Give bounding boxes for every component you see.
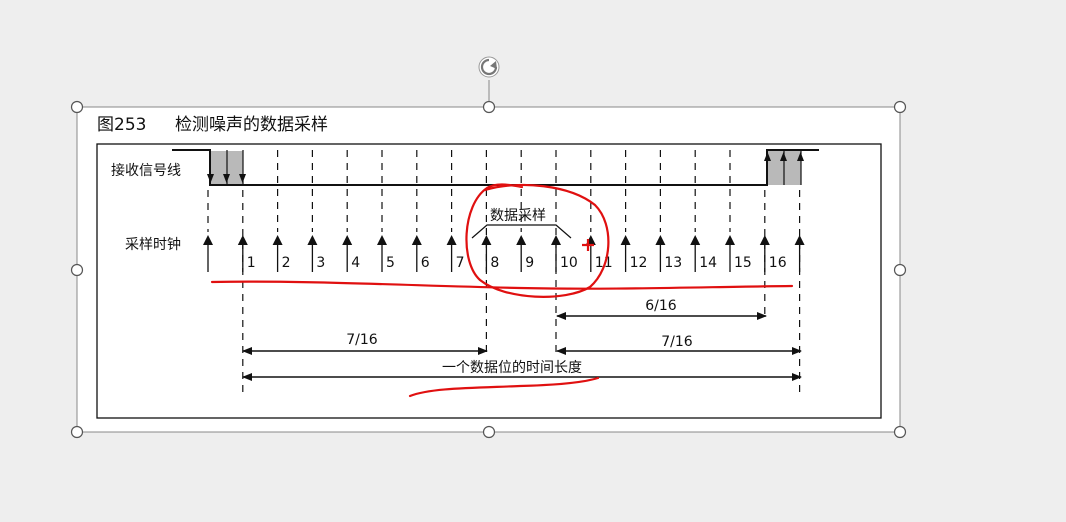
sample-clock-label: 采样时钟: [125, 236, 181, 253]
clock-number: 8: [490, 255, 499, 271]
red-plus-cursor: [582, 239, 594, 251]
clock-arrow-head: [481, 235, 492, 245]
handle-middle-left[interactable]: [70, 263, 84, 277]
clock-number: 1: [247, 255, 256, 271]
span-right-7-16: 7/16: [556, 334, 802, 355]
clock-number: 16: [769, 255, 787, 271]
rx-line-label: 接收信号线: [111, 162, 181, 179]
clock-number: 9: [525, 255, 534, 271]
sample-clock-arrows: [203, 235, 805, 272]
clock-arrow-head: [446, 235, 457, 245]
clock-number: 15: [734, 255, 752, 271]
clock-number: 5: [386, 255, 395, 271]
handle-top-right[interactable]: [893, 100, 907, 114]
figure-number: 图253: [97, 115, 146, 135]
up-arrow-3: [797, 152, 804, 161]
clock-number: 12: [630, 255, 648, 271]
clock-number: 6: [421, 255, 430, 271]
down-arrow-3: [239, 174, 246, 183]
red-annotations: [210, 183, 794, 398]
rx-signal-waveform: [172, 149, 819, 186]
clock-arrow-head: [655, 235, 666, 245]
diagram-border: [96, 143, 882, 419]
rotate-handle-icon[interactable]: [478, 56, 500, 101]
data-sampling-bracket: 数据采样: [471, 208, 572, 239]
span-one-bit: 一个数据位的时间长度: [242, 358, 802, 381]
down-arrow-1: [207, 174, 214, 183]
selection-handles[interactable]: [70, 100, 907, 439]
handle-top-left[interactable]: [70, 100, 84, 114]
clock-arrow-head: [759, 235, 770, 245]
clock-arrow-head: [272, 235, 283, 245]
span-6-16-label: 6/16: [645, 298, 677, 314]
clock-arrow-head: [307, 235, 318, 245]
handle-bottom-middle[interactable]: [482, 425, 496, 439]
clock-number: 3: [316, 255, 325, 271]
span-6-16: 6/16: [556, 298, 767, 320]
clock-arrow-head: [620, 235, 631, 245]
one-bit-duration-label: 一个数据位的时间长度: [442, 360, 582, 376]
clock-number: 4: [351, 255, 360, 271]
clock-arrow-head: [794, 235, 805, 245]
span-right-7-16-label: 7/16: [661, 334, 693, 350]
span-left-7-16-label: 7/16: [346, 332, 378, 348]
clock-arrow-head: [725, 235, 735, 245]
clock-arrow-head: [516, 235, 527, 245]
red-underline-duration: [408, 376, 600, 398]
clock-number: 10: [560, 255, 578, 271]
red-circle-sampling: [465, 183, 610, 298]
clock-arrow-head: [411, 235, 422, 245]
down-arrow-2: [223, 174, 230, 183]
span-left-7-16: 7/16: [242, 332, 488, 355]
clock-number: 2: [282, 255, 291, 271]
handle-top-middle[interactable]: [482, 100, 496, 114]
data-sampling-label: 数据采样: [490, 208, 546, 224]
clock-number: 14: [699, 255, 717, 271]
clock-arrow-head: [203, 235, 213, 245]
up-arrow-1: [764, 152, 771, 161]
clock-number: 13: [664, 255, 682, 271]
clock-arrow-head: [551, 235, 561, 245]
handle-bottom-right[interactable]: [893, 425, 907, 439]
clock-arrow-head: [342, 235, 353, 245]
clock-arrow-head: [690, 235, 701, 245]
clock-number: 11: [595, 255, 613, 271]
clock-number: 7: [456, 255, 465, 271]
up-arrow-2: [780, 152, 787, 161]
figure-title: 检测噪声的数据采样: [175, 115, 328, 135]
handle-middle-right[interactable]: [893, 263, 907, 277]
clock-arrow-head: [237, 235, 248, 245]
red-underline-clock: [210, 280, 794, 290]
handle-bottom-left[interactable]: [70, 425, 84, 439]
clock-arrow-head: [377, 235, 387, 245]
sample-guide-lines: [207, 150, 801, 395]
